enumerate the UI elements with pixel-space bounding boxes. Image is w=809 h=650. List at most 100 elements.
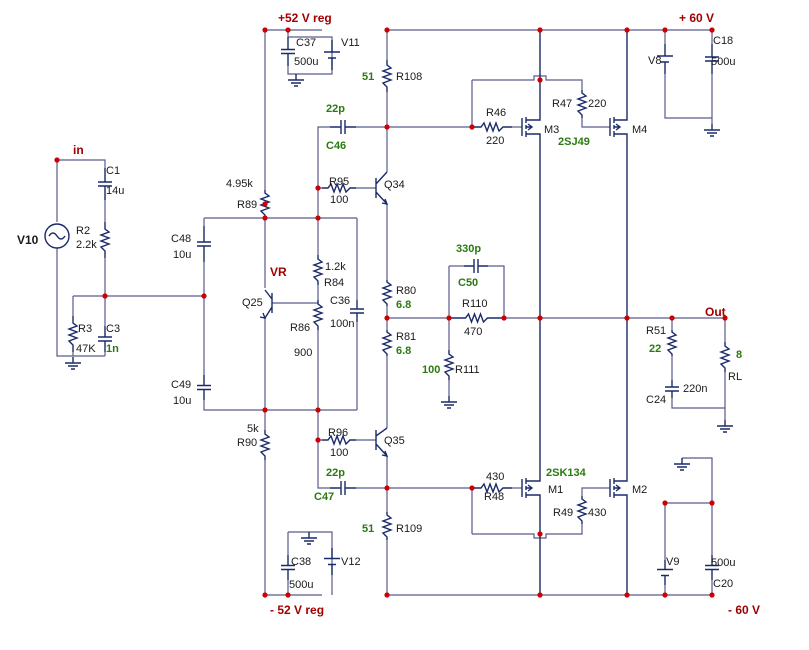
- junction-dot: [315, 437, 321, 443]
- c18-ref: C18: [713, 35, 733, 47]
- c49-value: 10u: [173, 395, 191, 407]
- r108-ref: R108: [396, 71, 422, 83]
- ground-symbol: [441, 396, 457, 409]
- r84-ref: R84: [324, 277, 344, 289]
- v10-source: [44, 223, 70, 249]
- r108-resistor: [381, 60, 393, 92]
- net-label-out: Out: [705, 305, 726, 319]
- junction-dot: [537, 27, 543, 33]
- c48-ref: C48: [171, 233, 191, 245]
- c50-ref: C50: [458, 277, 478, 289]
- r95-ref: R95: [329, 176, 349, 188]
- junction-dot: [624, 592, 630, 598]
- junction-dot: [662, 592, 668, 598]
- r86-value: 900: [294, 347, 312, 359]
- c49-capacitor: [197, 375, 211, 400]
- wire: [671, 398, 725, 409]
- junction-dot: [709, 592, 715, 598]
- c50-value: 330p: [456, 243, 481, 255]
- m3-ref: M3: [544, 124, 559, 136]
- rl-resistor: [719, 342, 731, 372]
- q25-transistor: [259, 289, 273, 319]
- junction-dot: [537, 77, 543, 83]
- c3-ref: C3: [106, 323, 120, 335]
- r84-value: 1.2k: [325, 261, 346, 273]
- junction-dot: [262, 407, 268, 413]
- rail-label-pos-60: + 60 V: [679, 11, 714, 25]
- r2-ref: R2: [76, 225, 90, 237]
- c1-capacitor: [98, 168, 112, 200]
- schematic-components: [44, 30, 733, 595]
- rail-label-neg-52: - 52 V reg: [270, 603, 324, 617]
- c24-capacitor: [665, 380, 679, 398]
- c24-value: 220n: [683, 383, 707, 395]
- junction-dot: [709, 27, 715, 33]
- c3-capacitor: [98, 326, 112, 352]
- c47-ref: C47: [314, 491, 334, 503]
- junction-dot: [722, 315, 728, 321]
- r89-value: 4.95k: [226, 178, 253, 190]
- ground-symbol: [674, 458, 690, 471]
- ground-symbol: [65, 357, 81, 370]
- q25-ref: Q25: [242, 297, 263, 309]
- junction-dot: [446, 315, 452, 321]
- source-label-v9: V9: [666, 556, 679, 568]
- m4-ref: M4: [632, 124, 647, 136]
- r108-value: 51: [362, 71, 374, 83]
- r48-value: 430: [486, 471, 504, 483]
- junction-dot: [262, 201, 268, 207]
- r80-resistor: [381, 280, 393, 306]
- r96-value: 100: [330, 447, 348, 459]
- r49-resistor: [576, 496, 588, 524]
- r90-value: 5k: [247, 423, 259, 435]
- r81-ref: R81: [396, 331, 416, 343]
- c18-capacitor: [705, 44, 719, 74]
- rl-ref: RL: [728, 371, 742, 383]
- r111-ref: R111: [455, 364, 480, 376]
- c50-capacitor: [464, 259, 488, 273]
- c37-capacitor: [281, 37, 295, 66]
- r95-resistor: [322, 182, 356, 194]
- ground-symbol: [717, 420, 733, 433]
- wire: [488, 265, 505, 318]
- c24-ref: C24: [646, 394, 666, 406]
- r90-resistor: [259, 430, 271, 460]
- junction-dot: [537, 315, 543, 321]
- c20-capacitor: [705, 555, 719, 580]
- junction-dot: [201, 293, 207, 299]
- r3-resistor: [67, 316, 79, 352]
- r81-value: 6.8: [396, 345, 411, 357]
- c49-ref: C49: [171, 379, 191, 391]
- r49-ref: R49: [553, 507, 573, 519]
- m1-mosfet: [521, 318, 541, 595]
- r51-value: 22: [649, 343, 661, 355]
- junction-dot: [54, 157, 60, 163]
- r110-ref: R110: [462, 298, 487, 310]
- junction-dots: [54, 27, 728, 598]
- source-label-v12: V12: [341, 556, 361, 568]
- r49-value: 430: [588, 507, 606, 519]
- wire: [472, 75, 583, 90]
- wire: [581, 487, 610, 496]
- junction-dot: [384, 315, 390, 321]
- junction-dot: [285, 592, 291, 598]
- wire: [56, 248, 105, 357]
- r86-resistor: [312, 300, 324, 330]
- m4-mosfet: [609, 30, 628, 318]
- c1-ref: C1: [106, 165, 120, 177]
- wire: [664, 74, 712, 119]
- r46-resistor: [472, 121, 512, 133]
- wire: [665, 457, 713, 504]
- v9-battery: [657, 560, 673, 585]
- r96-resistor: [322, 434, 356, 446]
- v8-battery: [657, 44, 673, 74]
- c37-ref: C37: [296, 37, 316, 49]
- c38-capacitor: [281, 555, 295, 580]
- c47-capacitor: [330, 481, 356, 495]
- r46-value: 220: [486, 135, 504, 147]
- wire: [581, 118, 610, 128]
- wire: [203, 400, 357, 411]
- r48-resistor: [472, 482, 512, 494]
- rl-value: 8: [736, 349, 742, 361]
